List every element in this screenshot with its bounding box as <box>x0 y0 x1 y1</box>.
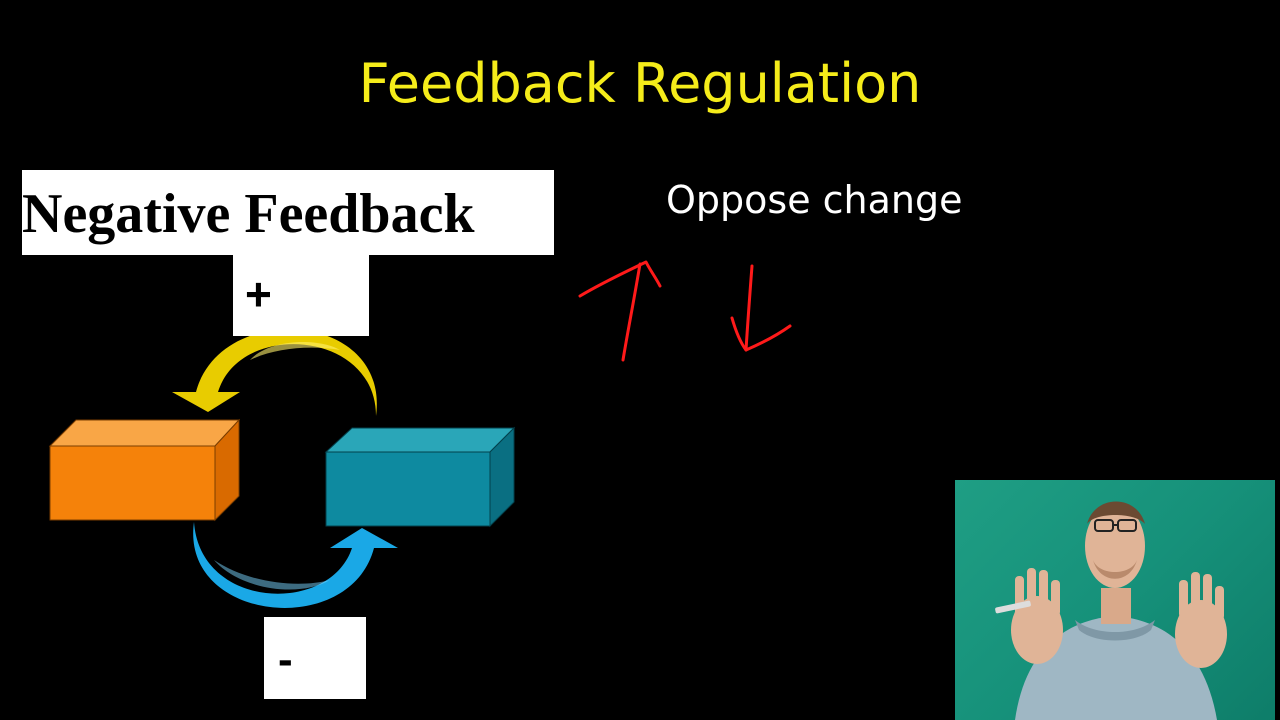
hand-drawn-down-arrow-icon <box>730 264 792 352</box>
presenter-webcam-video <box>955 480 1275 720</box>
plus-sign: + <box>245 268 272 320</box>
negative-feedback-text: Negative Feedback <box>22 183 475 245</box>
minus-label-box: - <box>264 617 366 699</box>
teal-box <box>324 426 516 528</box>
slide-title: Feedback Regulation <box>358 52 922 115</box>
minus-sign: - <box>278 635 293 684</box>
presenter-silhouette-icon <box>995 501 1227 720</box>
blue-loop-arrow-icon <box>193 522 398 608</box>
hand-drawn-up-arrow-icon <box>578 260 662 362</box>
orange-box <box>48 418 241 522</box>
oppose-change-text: Oppose change <box>666 178 963 222</box>
negative-feedback-label: Negative Feedback <box>22 170 554 255</box>
plus-label-box: + <box>233 255 369 336</box>
yellow-loop-arrow-icon <box>172 329 377 416</box>
